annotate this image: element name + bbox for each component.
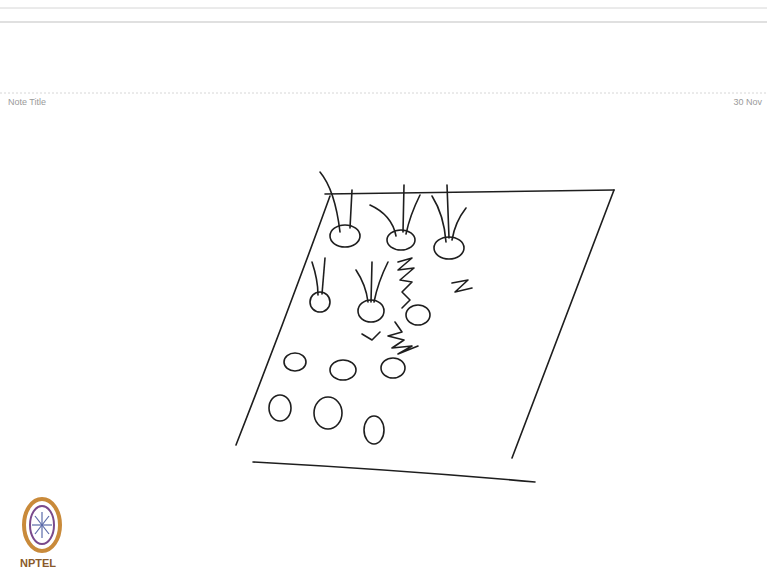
substrate-edge [253, 462, 535, 482]
particle [269, 395, 291, 421]
flux-stroke [320, 172, 340, 232]
substrate-sketch [236, 172, 614, 482]
title-rule [0, 93, 767, 94]
particle [381, 358, 405, 378]
logo-star [32, 512, 52, 538]
flux-stroke [374, 262, 388, 302]
substrate-edge [512, 190, 614, 458]
flux-stroke [312, 262, 318, 295]
logo-ring [30, 506, 54, 544]
flux-stroke [322, 258, 325, 294]
logo-wordmark: NPTEL [20, 557, 56, 569]
page-rule [0, 21, 767, 23]
flux-stroke [432, 196, 446, 242]
page-rules [0, 8, 767, 93]
flux-stroke [403, 185, 404, 232]
particle [310, 292, 330, 312]
particle [387, 230, 415, 250]
diffusion-zigzag [452, 280, 472, 292]
flux-stroke [406, 195, 420, 234]
diffusion-zigzag [398, 258, 414, 308]
flux-stroke [447, 185, 449, 238]
substrate-edge [325, 190, 614, 194]
flux-stroke [350, 190, 352, 228]
particle [364, 416, 384, 444]
particle [406, 305, 430, 325]
diffusion-zigzag [362, 332, 380, 340]
diffusion-zigzag [388, 322, 418, 354]
particle [330, 225, 360, 247]
particle [284, 353, 306, 371]
logo-ring [24, 499, 60, 551]
nptel-logo [24, 499, 60, 551]
particle [434, 237, 464, 259]
flux-stroke [371, 262, 372, 302]
particle [330, 360, 356, 380]
page-header-text: 30 Nov [733, 98, 762, 108]
page-rule [0, 8, 767, 9]
substrate-edge [236, 196, 330, 445]
flux-stroke [452, 208, 466, 240]
particle [314, 397, 342, 429]
particle [358, 300, 384, 322]
flux-stroke [356, 270, 368, 302]
page-header-text: Note Title [8, 98, 46, 108]
flux-stroke [370, 205, 396, 236]
